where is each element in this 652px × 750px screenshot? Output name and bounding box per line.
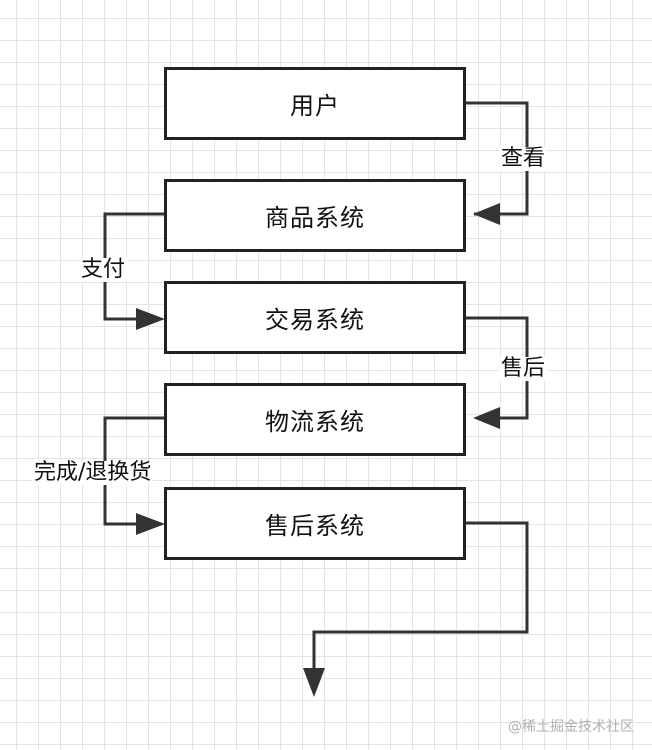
edge-user-to-product-arrowhead: [473, 203, 500, 225]
edge-label-complete-return: 完成/退换货: [32, 460, 154, 485]
edge-aftersale-exit-arrowhead: [303, 668, 325, 697]
edge-label-aftersale: 售后: [499, 356, 548, 381]
edge-label-pay: 支付: [79, 257, 128, 282]
edge-label-view: 查看: [499, 146, 548, 171]
edge-aftersale-exit: [312, 521, 529, 670]
watermark: @稀土掘金技术社区: [508, 719, 634, 735]
edge-trade-to-logistics-arrowhead: [473, 407, 500, 429]
edge-logistics-to-aftersale-arrowhead: [136, 513, 165, 535]
node-user: 用户: [164, 67, 466, 140]
node-logistics-system: 物流系统: [164, 383, 466, 456]
node-product-system: 商品系统: [164, 179, 466, 252]
node-aftersale-system: 售后系统: [164, 487, 466, 560]
edge-product-to-trade-arrowhead: [136, 308, 165, 330]
node-trade-system: 交易系统: [164, 281, 466, 354]
